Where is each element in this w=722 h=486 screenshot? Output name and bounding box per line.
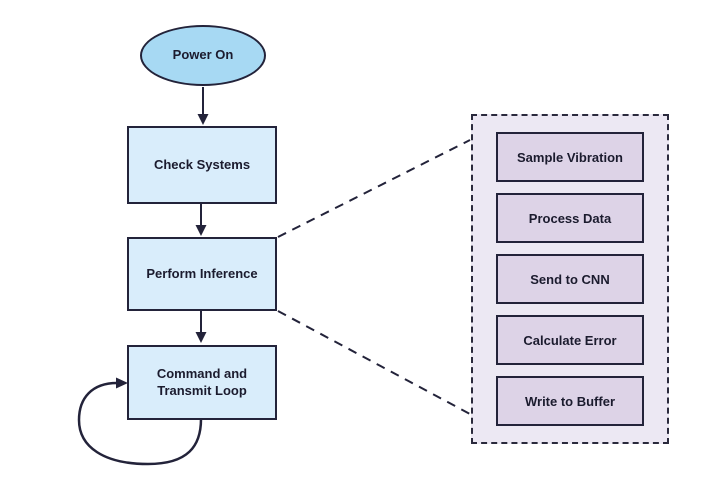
subprocess-step-label: Send to CNN	[530, 271, 610, 287]
subprocess-step-process-data: Process Data	[496, 193, 644, 243]
subprocess-step-label: Write to Buffer	[524, 393, 616, 409]
subprocess-step-write-to-buffer: Write to Buffer	[496, 376, 644, 426]
subprocess-step-label: Calculate Error	[523, 332, 617, 348]
arrow-power-to-check	[197, 87, 209, 125]
subprocess-step-label: Sample Vibration	[517, 149, 623, 165]
subprocess-step-send-to-cnn: Send to CNN	[496, 254, 644, 304]
arrow-inference-to-command	[195, 311, 207, 343]
dashed-expansion-line-bottom	[277, 310, 471, 415]
subprocess-step-label: Process Data	[528, 210, 612, 226]
dashed-expansion-line-top	[277, 139, 471, 238]
subprocess-step-calculate-error: Calculate Error	[496, 315, 644, 365]
subprocess-container: Sample Vibration Process Data Send to CN…	[471, 114, 669, 444]
flow-node-label: Command and Transmit Loop	[156, 365, 248, 398]
flow-node-check-systems: Check Systems	[127, 126, 277, 204]
flow-node-command-transmit-loop: Command and Transmit Loop	[127, 345, 277, 420]
flow-node-perform-inference: Perform Inference	[127, 237, 277, 311]
subprocess-step-sample-vibration: Sample Vibration	[496, 132, 644, 182]
flow-node-power-on: Power On	[140, 25, 266, 86]
arrow-check-to-inference	[195, 204, 207, 236]
flow-node-label: Perform Inference	[146, 265, 258, 281]
flow-node-label: Power On	[172, 47, 234, 63]
flow-node-label: Check Systems	[153, 156, 251, 172]
